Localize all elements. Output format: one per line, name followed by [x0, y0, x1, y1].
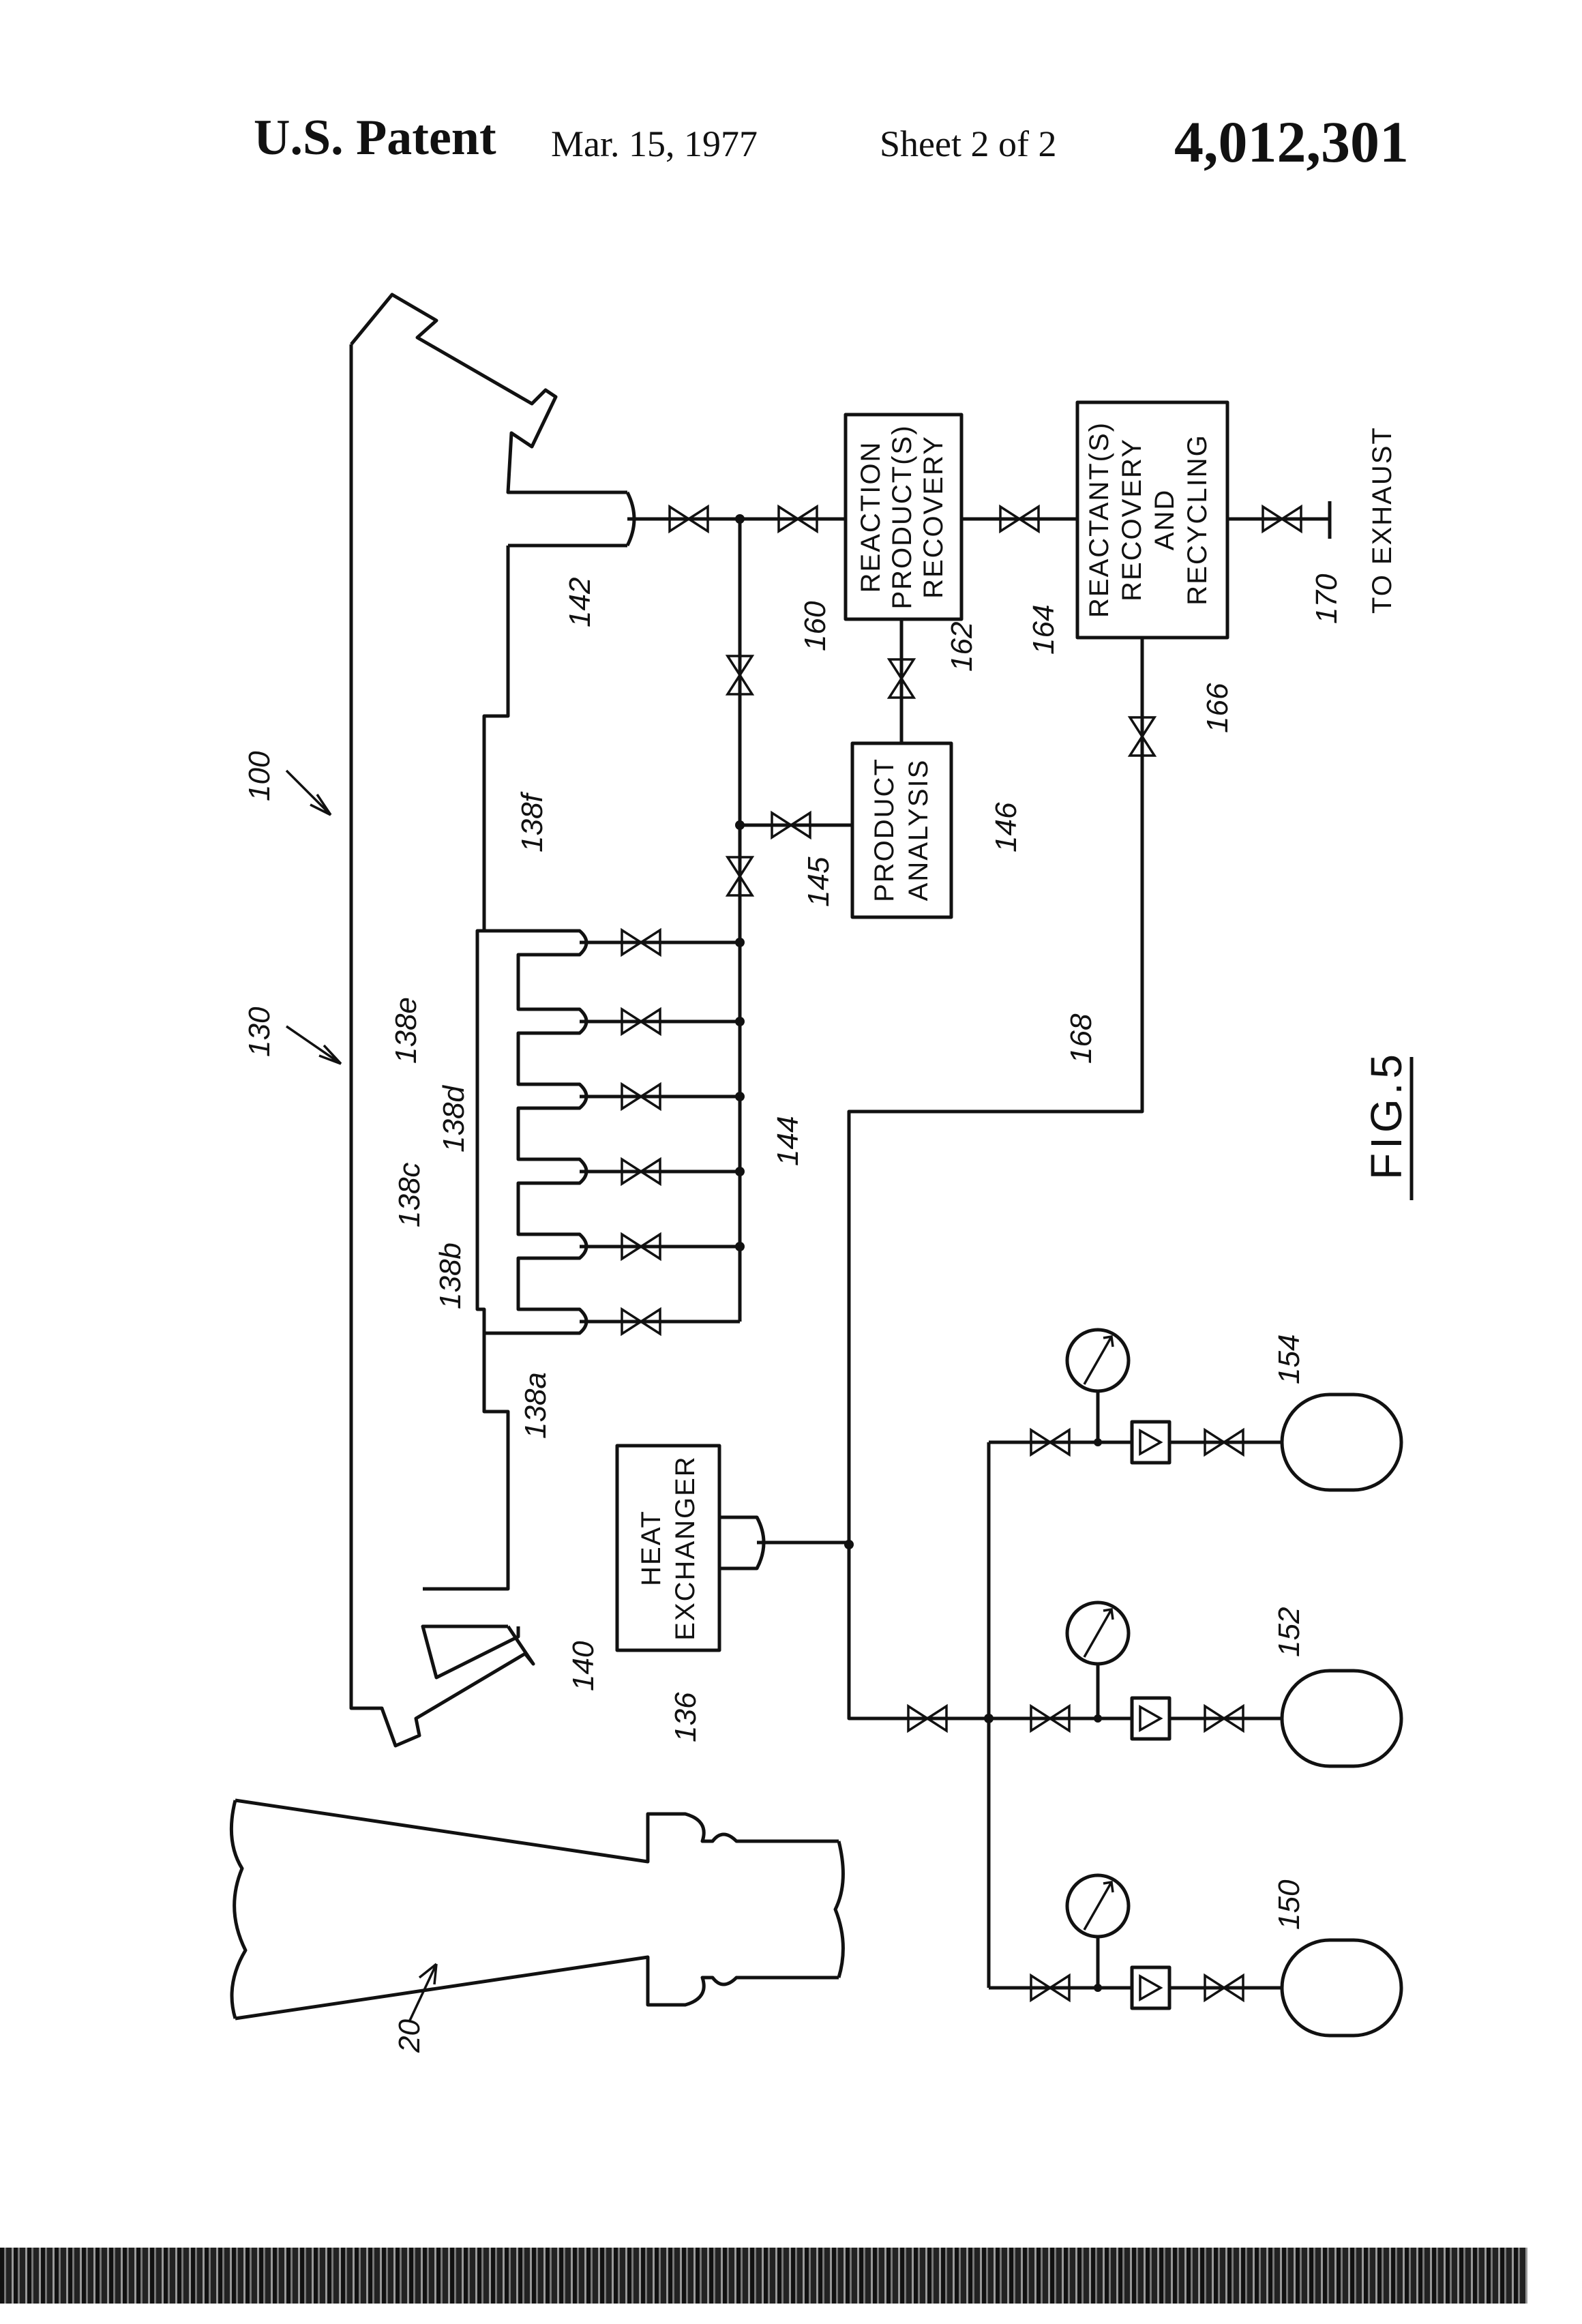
- label-138e: 138e: [389, 997, 423, 1064]
- to-exhaust-label: TO EXHAUST: [1367, 426, 1397, 614]
- box-text-analysis: ANALYSIS: [904, 759, 934, 902]
- box-text-recycling: RECYCLING: [1182, 434, 1212, 605]
- label-100: 100: [243, 751, 276, 801]
- label-138a: 138a: [519, 1372, 552, 1439]
- label-142: 142: [563, 578, 597, 627]
- reference-labels: 100 130 20 142 160 162 164 166 170 146 1…: [243, 573, 1343, 2053]
- box-text-exchanger: EXCHANGER: [670, 1455, 700, 1640]
- label-136: 136: [669, 1692, 702, 1742]
- box-text-products: PRODUCT(S): [887, 424, 917, 609]
- label-162: 162: [945, 622, 979, 672]
- tank-train-152: [1031, 1603, 1401, 1766]
- label-144: 144: [771, 1116, 805, 1166]
- tank-train-150: [1031, 1875, 1401, 2036]
- label-168: 168: [1064, 1013, 1098, 1064]
- figure-title: FIG.5: [1362, 1050, 1411, 1180]
- port-stubs: [484, 931, 586, 1333]
- label-138b: 138b: [434, 1242, 467, 1309]
- label-150: 150: [1272, 1879, 1306, 1930]
- scan-edge-bar: [0, 2248, 1527, 2304]
- heat-exchanger-box: [617, 1446, 719, 1650]
- port-valves: [622, 930, 660, 1334]
- box-text-reaction: REACTION: [856, 441, 886, 593]
- label-166: 166: [1201, 683, 1234, 733]
- box-text-and: AND: [1150, 489, 1180, 550]
- label-140: 140: [567, 1641, 600, 1691]
- label-154: 154: [1272, 1335, 1306, 1384]
- outlet-pipe-142: [508, 492, 634, 546]
- label-164: 164: [1027, 605, 1060, 655]
- label-152: 152: [1272, 1607, 1306, 1657]
- label-170: 170: [1310, 573, 1343, 624]
- label-146: 146: [989, 802, 1023, 852]
- label-20: 20: [393, 2019, 426, 2053]
- label-138d: 138d: [437, 1085, 471, 1152]
- box-text-recovery2: RECOVERY: [1117, 438, 1147, 601]
- box-text-reactants: REACTANT(S): [1084, 421, 1114, 618]
- label-145: 145: [802, 856, 835, 907]
- box-text-recovery: RECOVERY: [919, 435, 949, 599]
- label-138f: 138f: [516, 791, 549, 852]
- label-160: 160: [799, 601, 832, 651]
- box-text-heat: HEAT: [636, 1510, 666, 1586]
- box-text-product: PRODUCT: [869, 758, 899, 902]
- tank-train-154: [1031, 1330, 1401, 1490]
- engine-nozzle-20: [231, 1800, 843, 2018]
- product-analysis-box: [852, 743, 951, 917]
- label-138c: 138c: [393, 1163, 426, 1227]
- label-130: 130: [243, 1007, 276, 1057]
